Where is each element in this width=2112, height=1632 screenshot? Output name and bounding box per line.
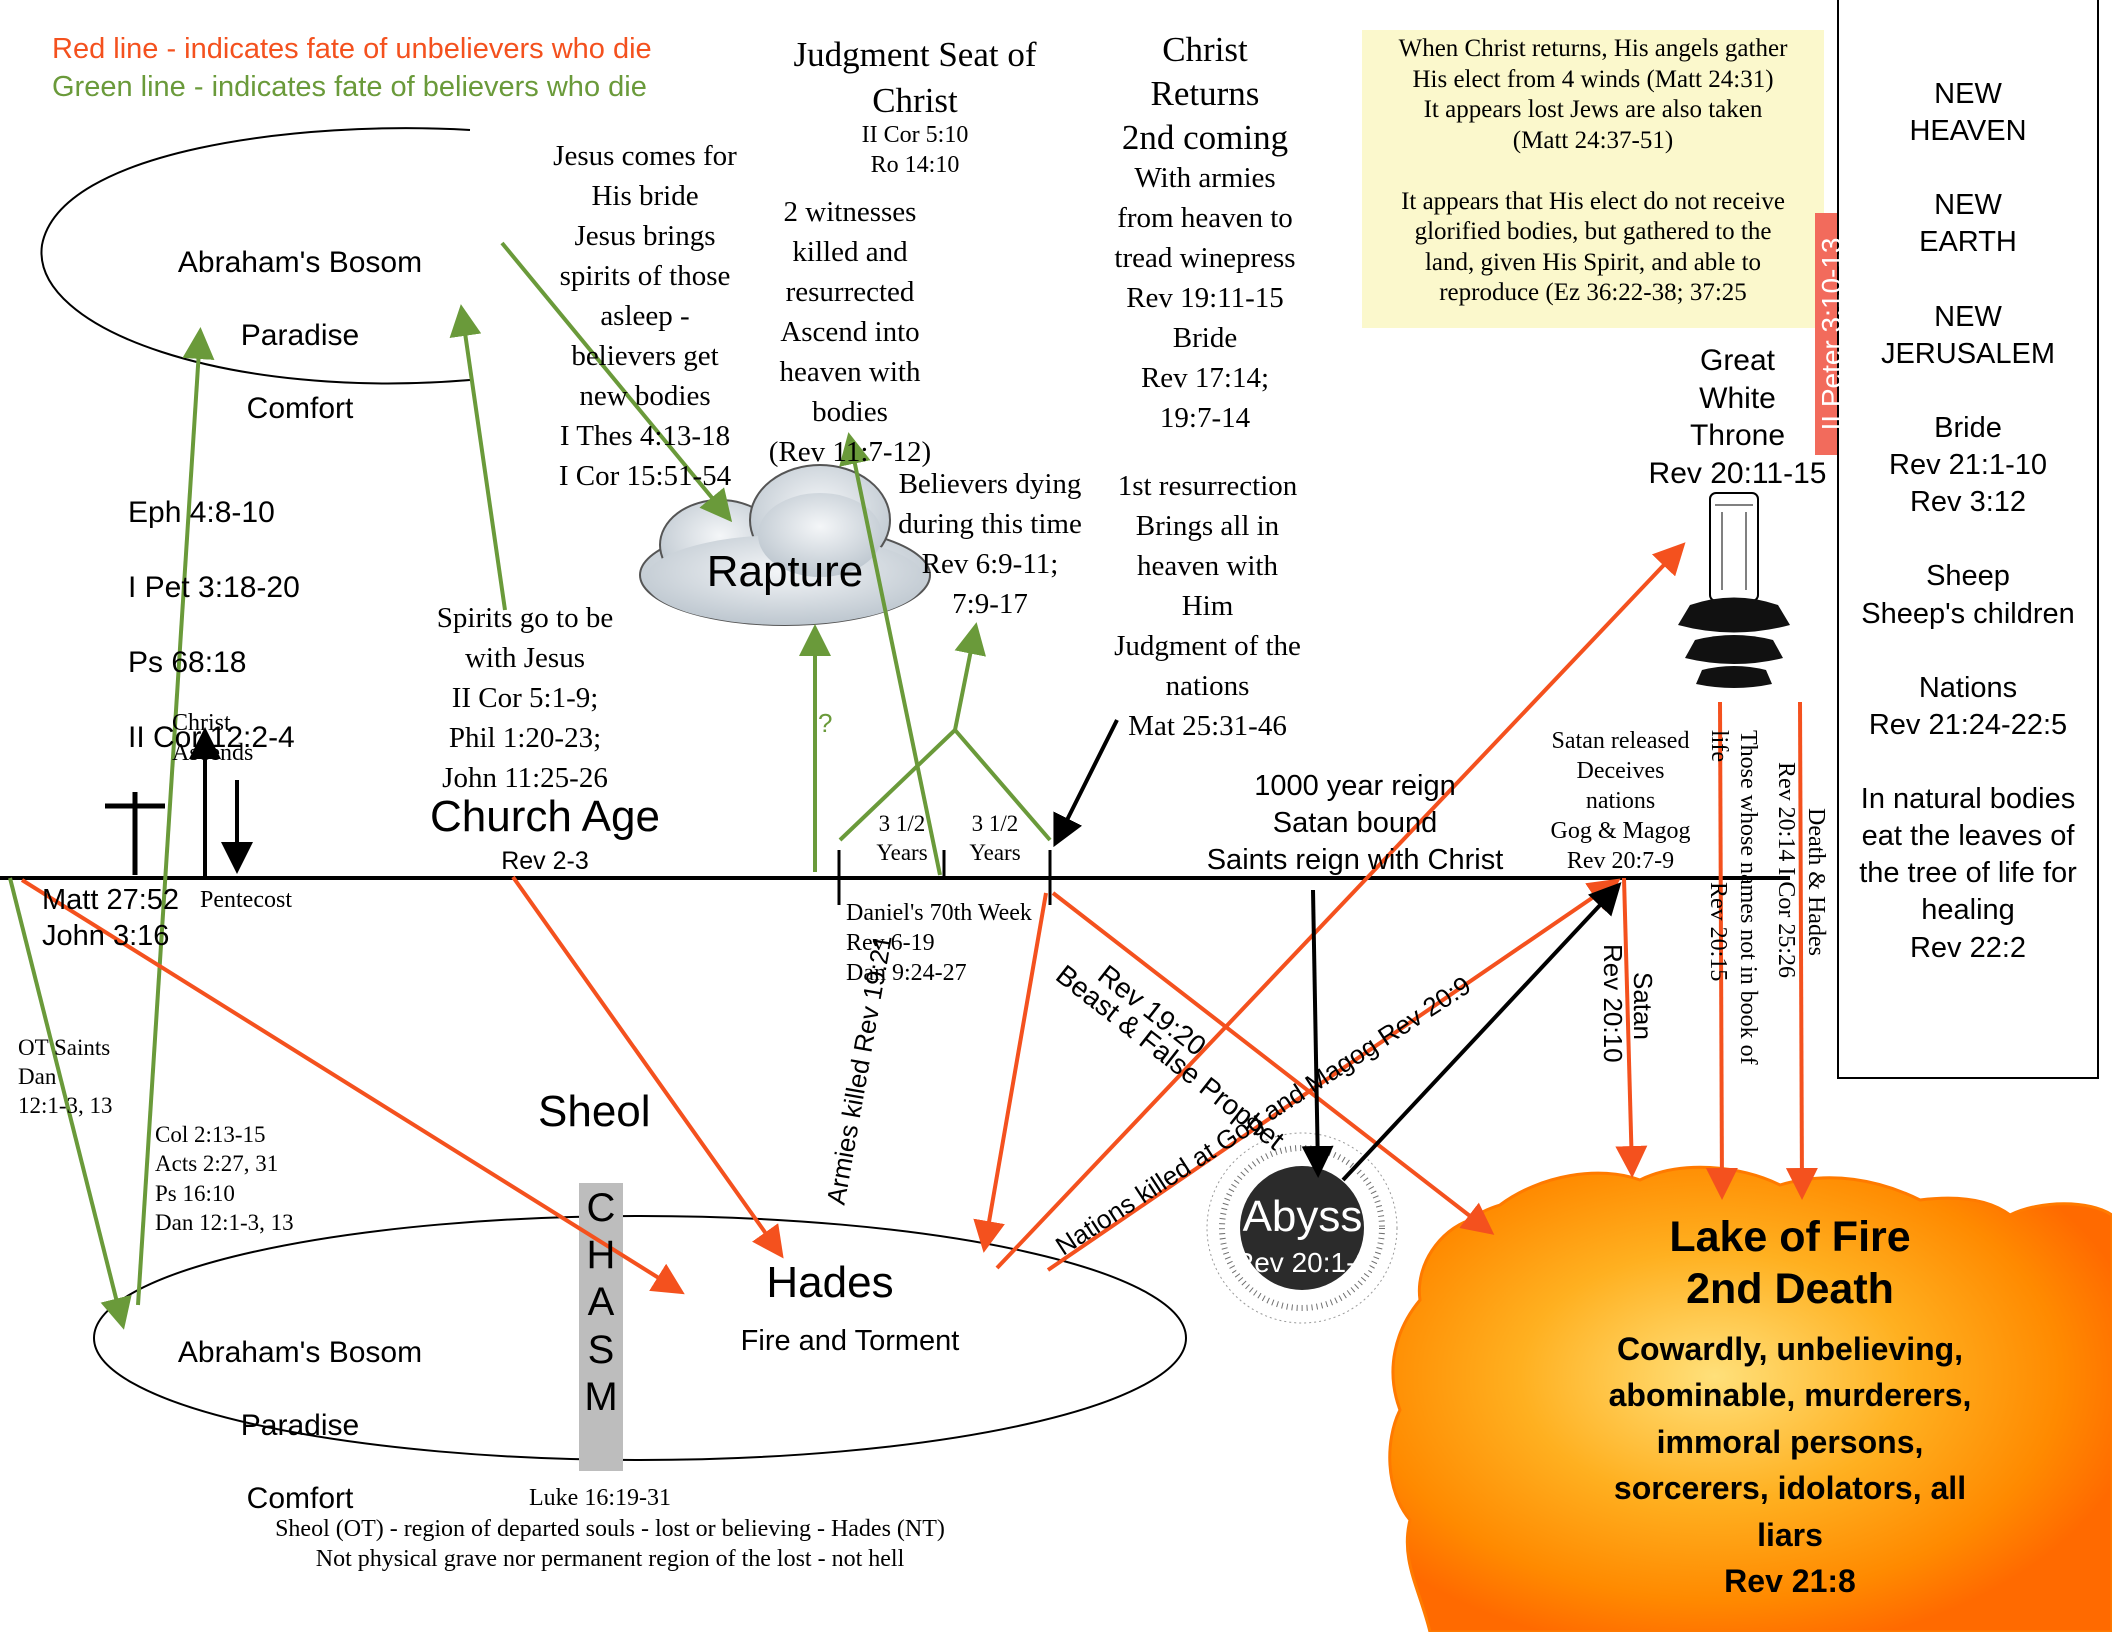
hades-sub: Fire and Torment [740, 1325, 960, 1357]
church-age-title: Church Age [430, 792, 660, 841]
bottom-bosom-label: Abraham's Bosom Paradise Comfort [150, 1298, 450, 1554]
hades-title: Hades [766, 1258, 894, 1307]
top-bosom-ellipse [40, 127, 471, 385]
top-bosom-line3: Comfort [246, 391, 354, 425]
names-ref: Rev 20:15 [1705, 882, 1731, 982]
pentecost-label: Pentecost [200, 887, 292, 913]
judgment-seat-title: Judgment Seat of Christ [793, 35, 1037, 120]
christ-returns-title: Christ Returns 2nd coming [1121, 30, 1289, 157]
believers-dying-text: Believers dying during this time Rev 6:9… [898, 468, 1082, 621]
lake-of-fire-body: Cowardly, unbelieving, abominable, murde… [1608, 1331, 1972, 1599]
ascension-refs: Eph 4:8-10 I Pet 3:18-20 Ps 68:18 II Cor… [128, 456, 300, 794]
top-bosom-line2: Paradise [240, 318, 360, 352]
half-week-2: 3 1/2 Years [969, 811, 1021, 865]
abyss-ref: Rev 20:1-3 [1234, 1247, 1371, 1278]
bottom-bosom-line2: Paradise [240, 1408, 360, 1442]
abyss-title: Abyss [1242, 1192, 1363, 1241]
satan-ref: Rev 20:10 [1598, 944, 1628, 1063]
throne-icon [1678, 492, 1790, 688]
ref-ipet: I Pet 3:18-20 [128, 570, 300, 604]
church-age-ref: Rev 2-3 [501, 847, 589, 875]
half-week-1: 3 1/2 Years [876, 811, 928, 865]
bottom-bosom-line1: Abraham's Bosom [177, 1335, 423, 1369]
jesus-comes-text: Jesus comes for His bride Jesus brings s… [553, 140, 737, 493]
legend-green: Green line - indicates fate of believers… [52, 71, 647, 103]
new-heaven-box [1837, 0, 2099, 1079]
luke-ref: Luke 16:19-31 [529, 1485, 671, 1511]
millennium-text: 1000 year reign Satan bound Saints reign… [1206, 770, 1504, 877]
death-hades-label: Death & Hades [1803, 808, 1829, 956]
ot-saints-text: OT Saints Dan 12:1-3, 13 [18, 1035, 113, 1118]
new-heaven-text: NEW HEAVEN NEW EARTH NEW JERUSALEM Bride… [1859, 78, 2077, 964]
first-resurrection-text: 1st resurrection Brings all in heaven wi… [1114, 470, 1301, 743]
bottom-bosom-ellipse [93, 1215, 1187, 1461]
satan-released-text: Satan released Deceives nations Gog & Ma… [1550, 728, 1691, 874]
ref-ps: Ps 68:18 [128, 645, 247, 679]
satan-label: Satan [1628, 972, 1658, 1040]
question-mark: ? [818, 708, 833, 738]
christ-returns-body: With armies from heaven to tread winepre… [1114, 162, 1296, 435]
cross-icon [105, 792, 165, 875]
bottom-bosom-line3: Comfort [246, 1481, 354, 1515]
abyss-starburst [1206, 1132, 1398, 1324]
daniels-week-text: Daniel's 70th Week Rev 6-19 Dan 9:24-27 [846, 900, 1032, 986]
top-bosom-line1: Abraham's Bosom [177, 245, 423, 279]
sheol-note: Sheol (OT) - region of departed souls - … [275, 1516, 945, 1572]
rapture-cloud [639, 464, 931, 626]
lake-of-fire-title: Lake of Fire 2nd Death [1669, 1213, 1911, 1313]
great-white-throne-label: Great White Throne Rev 20:11-15 [1648, 344, 1827, 490]
death-ref: Rev 20:14 I Cor 25:26 [1773, 762, 1799, 978]
matt-john-refs: Matt 27:52 John 3:16 [42, 884, 180, 953]
judgment-seat-refs: II Cor 5:10 Ro 14:10 [861, 122, 969, 178]
rapture-label: Rapture [706, 547, 864, 596]
legend-red: Red line - indicates fate of unbelievers… [52, 33, 652, 65]
lake-of-fire-shape [1388, 1165, 2112, 1632]
ref-iicor: II Cor 12:2-4 [128, 720, 295, 754]
top-bosom-label: Abraham's Bosom Paradise Comfort [150, 208, 450, 464]
christ-ascends-label: Christ Ascends [172, 710, 254, 766]
two-witnesses-text: 2 witnesses killed and resurrected Ascen… [768, 196, 932, 469]
sheol-label: Sheol [538, 1087, 651, 1136]
col-refs-text: Col 2:13-15 Acts 2:27, 31 Ps 16:10 Dan 1… [155, 1122, 294, 1236]
elect-note-box [1362, 30, 1824, 328]
spirits-with-jesus-text: Spirits go to be with Jesus II Cor 5:1-9… [436, 602, 614, 795]
elect-note-text: When Christ returns, His angels gather H… [1398, 35, 1788, 306]
chasm-label: C H A S M [584, 1186, 618, 1419]
ref-eph: Eph 4:8-10 [128, 495, 275, 529]
